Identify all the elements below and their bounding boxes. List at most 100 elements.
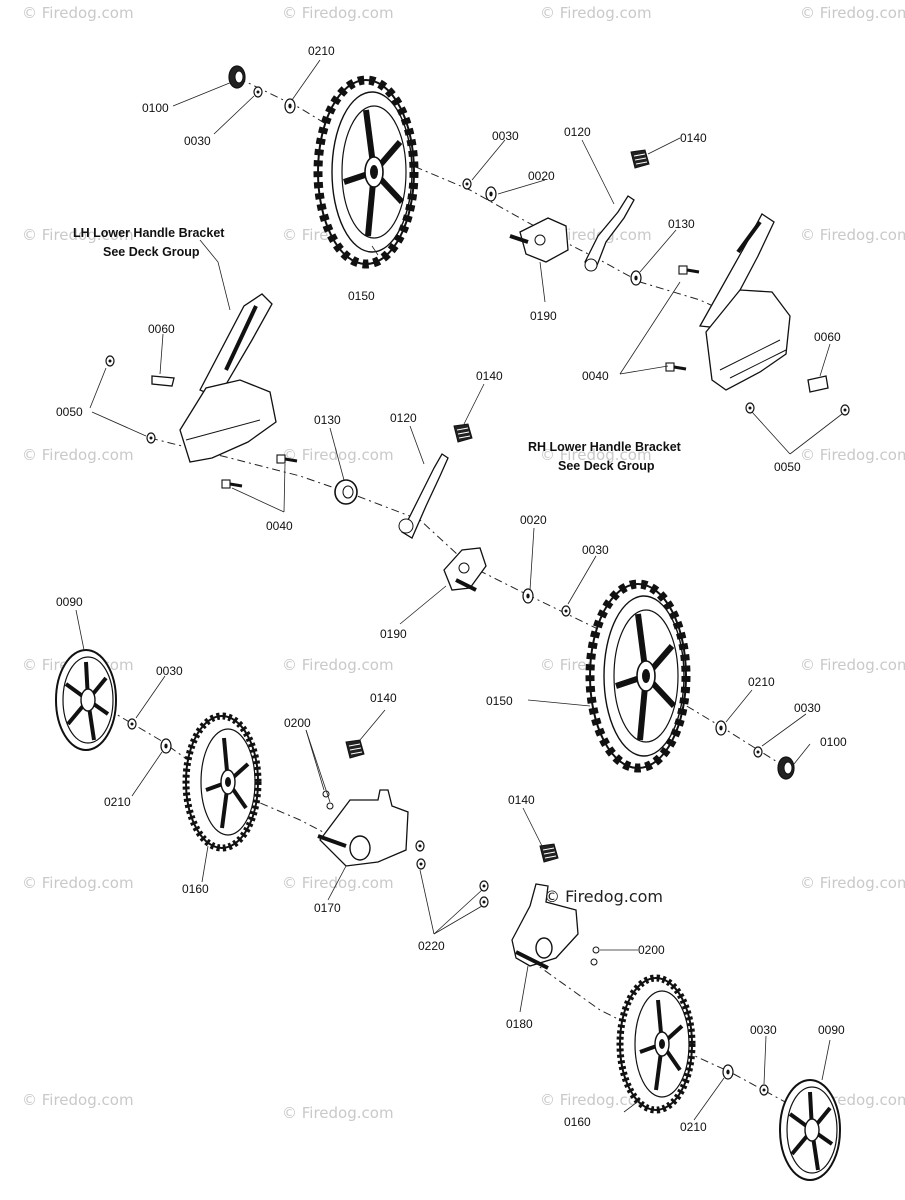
hubcap-icon bbox=[54, 648, 118, 752]
watermark-text: © Firedog.com bbox=[282, 1104, 394, 1122]
wheel-small-icon bbox=[620, 978, 692, 1110]
locknut-icon bbox=[840, 404, 850, 416]
watermark-text: © Firedog.com bbox=[800, 226, 905, 244]
watermark-text: © Firedog.com bbox=[22, 226, 134, 244]
lever-knob-icon bbox=[539, 843, 559, 863]
callout-0050: 0050 bbox=[774, 460, 801, 474]
callout-0210: 0210 bbox=[104, 795, 131, 809]
screw-icon bbox=[590, 958, 598, 966]
callout-labels: 0210 0100 0030 0030 0020 0120 0140 0130 … bbox=[56, 44, 847, 1134]
callout-0030: 0030 bbox=[492, 129, 519, 143]
callout-0190: 0190 bbox=[530, 309, 557, 323]
callout-0030: 0030 bbox=[794, 701, 821, 715]
washer-icon bbox=[522, 588, 534, 604]
locknut-icon bbox=[753, 746, 763, 758]
rh-bracket-plate-icon bbox=[705, 289, 791, 391]
bolt-icon bbox=[220, 478, 244, 490]
watermark-text: © Firedog.com bbox=[800, 446, 905, 464]
callout-0030: 0030 bbox=[156, 664, 183, 678]
callout-0020: 0020 bbox=[520, 513, 547, 527]
washer-icon bbox=[722, 1064, 734, 1080]
washer-icon bbox=[160, 738, 172, 754]
handle-bolt-icon bbox=[807, 375, 829, 393]
callout-0210: 0210 bbox=[680, 1120, 707, 1134]
callout-0170: 0170 bbox=[314, 901, 341, 915]
locknut-icon bbox=[759, 1084, 769, 1096]
callout-0140: 0140 bbox=[680, 131, 707, 145]
watermark-text: © Firedog.com bbox=[800, 4, 905, 22]
watermark-text: © Firedog.com bbox=[800, 656, 905, 674]
wheel-large-icon bbox=[590, 584, 686, 768]
top-wheel-assembly bbox=[228, 65, 701, 286]
firedog-brand-mark: © Firedog.com bbox=[544, 887, 663, 906]
lh-bracket-plate-icon bbox=[179, 379, 277, 463]
callout-0140: 0140 bbox=[370, 691, 397, 705]
callout-0050: 0050 bbox=[56, 405, 83, 419]
callout-0120: 0120 bbox=[390, 411, 417, 425]
callout-0210: 0210 bbox=[748, 675, 775, 689]
callout-0020: 0020 bbox=[528, 169, 555, 183]
lever-knob-icon bbox=[345, 739, 365, 759]
callout-0140: 0140 bbox=[508, 793, 535, 807]
watermark-text: © Firedog.com bbox=[22, 1091, 134, 1109]
hubcap-icon bbox=[778, 1078, 842, 1182]
callout-0190: 0190 bbox=[380, 627, 407, 641]
callout-0030: 0030 bbox=[750, 1023, 777, 1037]
callout-0060: 0060 bbox=[148, 322, 175, 336]
watermark-text: © Firedog.com bbox=[282, 4, 394, 22]
height-adjust-lever-icon bbox=[584, 195, 635, 269]
watermark-text: © Firedog.com bbox=[540, 4, 652, 22]
lower-right-assembly bbox=[511, 843, 842, 1182]
leader-lines bbox=[75, 59, 843, 1121]
axis-line bbox=[149, 437, 791, 771]
lh-bracket-note: See Deck Group bbox=[103, 245, 200, 259]
watermark-text: © Firedog.com bbox=[540, 226, 652, 244]
screw-icon bbox=[592, 946, 600, 954]
locknut-icon bbox=[105, 355, 115, 367]
callout-0130: 0130 bbox=[314, 413, 341, 427]
callout-0040: 0040 bbox=[582, 369, 609, 383]
callout-0160: 0160 bbox=[182, 882, 209, 896]
bolt-icon bbox=[677, 264, 701, 276]
watermark-text: © Firedog.com bbox=[282, 656, 394, 674]
callout-0100: 0100 bbox=[142, 101, 169, 115]
callout-0130: 0130 bbox=[668, 217, 695, 231]
rh-bracket-note: RH Lower Handle Bracket bbox=[528, 440, 682, 454]
callout-0200: 0200 bbox=[284, 716, 311, 730]
watermark-text: © Firedog.com bbox=[22, 446, 134, 464]
watermark-text: © Firedog.com bbox=[22, 874, 134, 892]
lh-handle-bracket bbox=[105, 293, 299, 490]
callout-0150: 0150 bbox=[348, 289, 375, 303]
callout-0120: 0120 bbox=[564, 125, 591, 139]
locknut-icon bbox=[479, 896, 489, 908]
middle-wheel-assembly bbox=[334, 423, 795, 780]
callout-0200: 0200 bbox=[638, 943, 665, 957]
locknut-icon bbox=[416, 858, 426, 870]
height-adjust-lever-icon bbox=[401, 453, 449, 539]
callout-0040: 0040 bbox=[266, 519, 293, 533]
callout-0210: 0210 bbox=[308, 44, 335, 58]
washer-icon bbox=[715, 720, 727, 736]
locknut-icon bbox=[127, 718, 137, 730]
lever-knob-icon bbox=[453, 423, 473, 443]
locknut-icon bbox=[479, 880, 489, 892]
handle-bolt-icon bbox=[151, 375, 175, 387]
rear-axle-bracket-icon bbox=[511, 883, 579, 967]
locknut-icon bbox=[253, 86, 263, 98]
wheel-cap-icon bbox=[777, 756, 795, 780]
lh-bracket-note: LH Lower Handle Bracket bbox=[73, 226, 225, 240]
washer-icon bbox=[284, 98, 296, 114]
callout-0160: 0160 bbox=[564, 1115, 591, 1129]
axis-line bbox=[529, 959, 801, 1111]
callout-0140: 0140 bbox=[476, 369, 503, 383]
callout-0150: 0150 bbox=[486, 694, 513, 708]
callout-0060: 0060 bbox=[814, 330, 841, 344]
lever-knob-icon bbox=[630, 149, 650, 169]
callout-0030: 0030 bbox=[184, 134, 211, 148]
spacer-washer-icon bbox=[630, 270, 642, 286]
locknut-icon bbox=[146, 432, 156, 444]
callout-0100: 0100 bbox=[820, 735, 847, 749]
wheel-large-icon bbox=[318, 80, 414, 264]
callout-0030: 0030 bbox=[582, 543, 609, 557]
